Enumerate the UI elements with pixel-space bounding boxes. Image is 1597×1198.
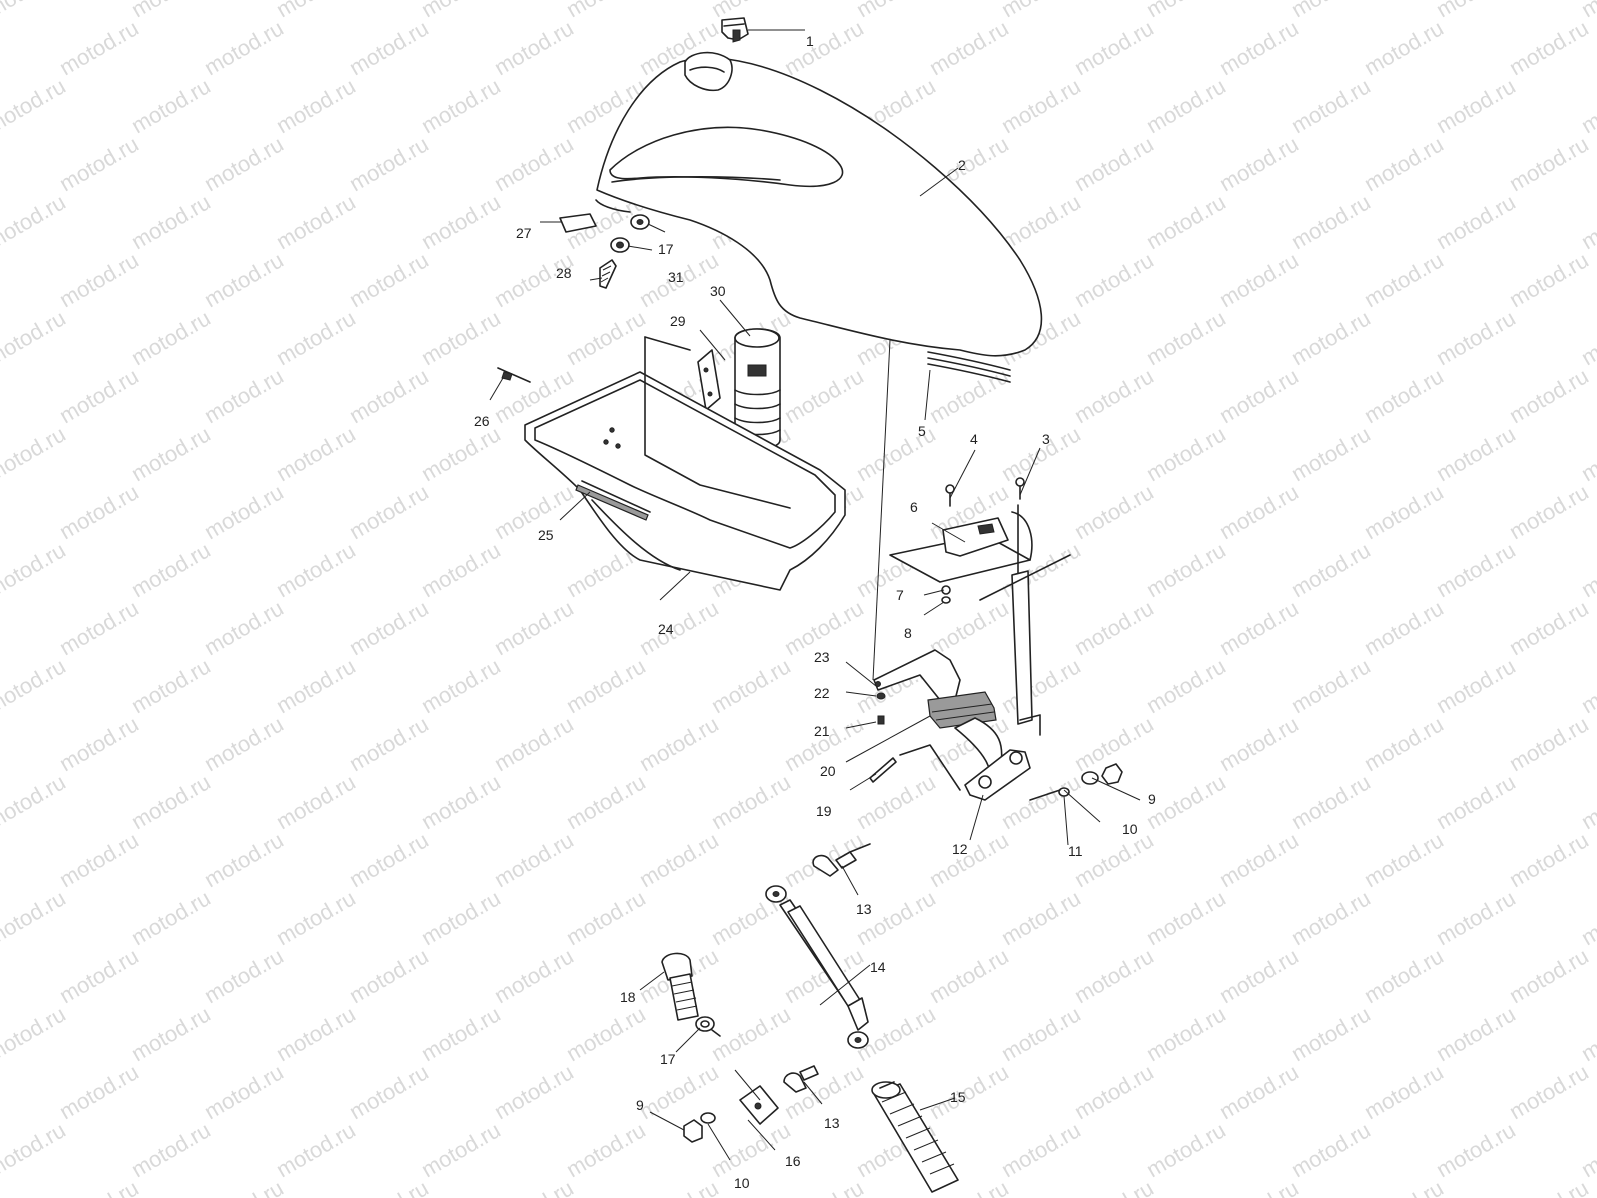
callout-labels: 1 2 3 4 5 6 7 8 9 10 11 12 13 14 15 16 1… — [474, 33, 1156, 1191]
part-16-bracket — [683, 1065, 819, 1143]
part-6-mount — [889, 477, 1071, 725]
callout-14: 14 — [870, 959, 886, 975]
callout-18: 18 — [620, 989, 636, 1005]
callout-10a: 10 — [1122, 821, 1138, 837]
stay-rod — [872, 339, 891, 681]
callout-11: 11 — [1068, 843, 1083, 859]
callout-23: 23 — [814, 649, 830, 665]
part-29-bracket — [697, 349, 721, 411]
callout-26: 26 — [474, 413, 490, 429]
callout-31: 31 — [668, 269, 684, 285]
callout-4: 4 — [970, 431, 978, 447]
callout-3: 3 — [1042, 431, 1050, 447]
callout-6: 6 — [910, 499, 918, 515]
part-14-strut — [765, 885, 869, 1049]
fasteners-right — [1029, 763, 1123, 801]
leader-lines — [489, 29, 1141, 1161]
callout-12: 12 — [952, 841, 968, 857]
callout-25: 25 — [538, 527, 554, 543]
callout-17a: 17 — [658, 241, 674, 257]
part-26-screw — [497, 367, 531, 383]
callout-20: 20 — [820, 763, 836, 779]
callout-29: 29 — [670, 313, 686, 329]
part-27-pad — [559, 213, 597, 233]
callout-10b: 10 — [734, 1175, 750, 1191]
part-13-bolt-upper — [812, 843, 871, 877]
callout-19: 19 — [816, 803, 832, 819]
part-18-bolt — [661, 952, 721, 1037]
callout-22: 22 — [814, 685, 830, 701]
callout-28: 28 — [556, 265, 572, 281]
callout-17b: 17 — [660, 1051, 676, 1067]
callout-13a: 13 — [856, 901, 872, 917]
callout-13b: 13 — [824, 1115, 840, 1131]
callout-21: 21 — [814, 723, 830, 739]
callout-27: 27 — [516, 225, 532, 241]
part-30-filter — [734, 328, 781, 450]
part-24-tray — [524, 336, 846, 591]
part-25-strip — [575, 484, 649, 521]
callout-8: 8 — [904, 625, 912, 641]
part-5-trim — [927, 351, 1011, 383]
callout-30: 30 — [710, 283, 726, 299]
callout-9a: 9 — [1148, 791, 1156, 807]
part-19-pin — [869, 744, 961, 791]
footrest-assembly — [873, 649, 1041, 801]
callout-15: 15 — [950, 1089, 966, 1105]
callout-24: 24 — [658, 621, 674, 637]
part-15-grip — [871, 1081, 959, 1193]
callout-1: 1 — [806, 33, 814, 49]
part-2-hood — [595, 51, 1043, 357]
callout-7: 7 — [896, 587, 904, 603]
callout-16: 16 — [785, 1153, 801, 1169]
callout-5: 5 — [918, 423, 926, 439]
hood-fasteners — [599, 214, 650, 289]
part-1-cap — [721, 17, 749, 43]
callout-2: 2 — [958, 157, 966, 173]
callout-9b: 9 — [636, 1097, 644, 1113]
